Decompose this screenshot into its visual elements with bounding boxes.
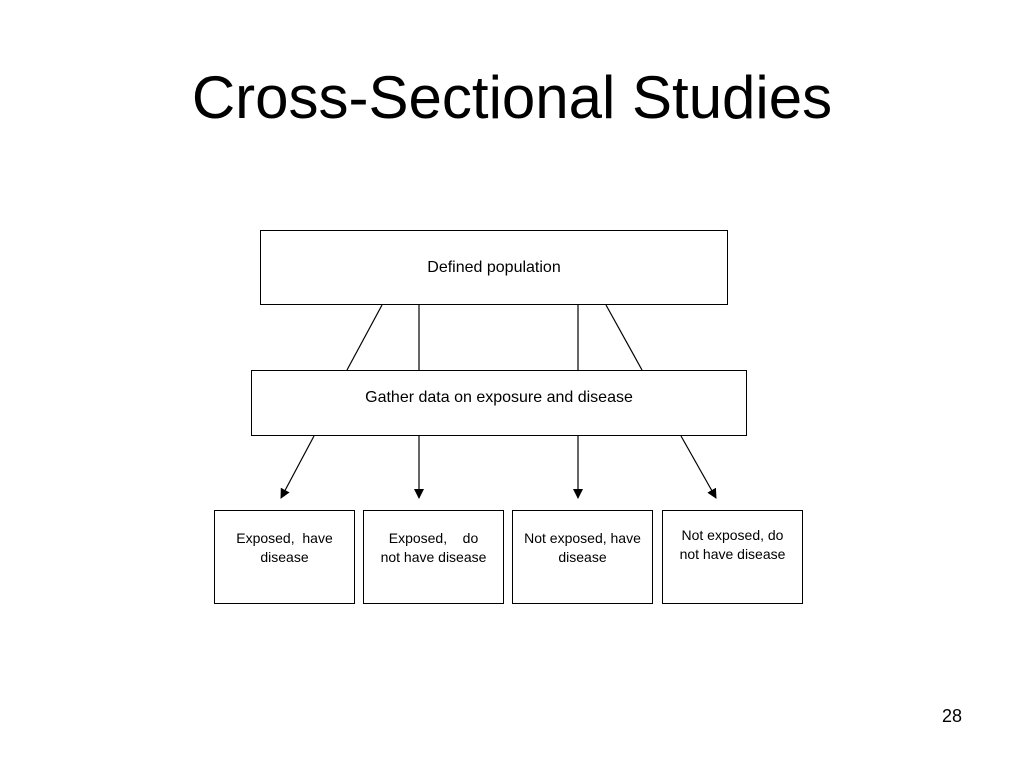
outcome-label: Not exposed, do not have disease	[679, 527, 786, 562]
outcome-box-unexposed-diseased: Not exposed, have disease	[512, 510, 653, 604]
outcome-label: Exposed, have disease	[236, 530, 333, 565]
page-number: 28	[941, 706, 962, 726]
outcome-label: Exposed, do not have disease	[380, 530, 487, 565]
defined-population-label: Defined population	[427, 258, 561, 276]
outcome-box-unexposed-not-diseased: Not exposed, do not have disease	[662, 510, 803, 604]
gather-data-label: Gather data on exposure and disease	[365, 389, 633, 406]
slide-title: Cross-Sectional Studies	[191, 64, 833, 131]
outcome-label: Not exposed, have disease	[524, 530, 641, 565]
connector-line-4	[605, 304, 643, 371]
defined-population-box: Defined population	[260, 230, 728, 305]
arrow-1	[280, 435, 315, 499]
outcome-box-exposed-not-diseased: Exposed, do not have disease	[363, 510, 504, 604]
arrow-4	[680, 435, 717, 499]
connector-line-1	[346, 304, 383, 371]
outcome-box-exposed-diseased: Exposed, have disease	[214, 510, 355, 604]
gather-data-box: Gather data on exposure and disease	[251, 370, 747, 436]
